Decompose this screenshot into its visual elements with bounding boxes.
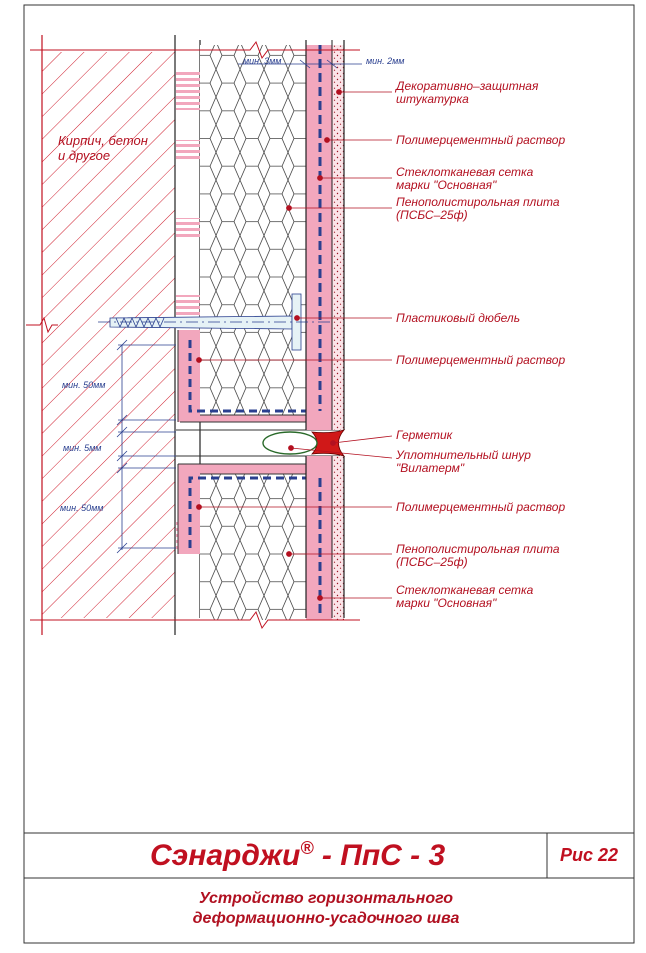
callout-foam-1: Пенополистирольная плита (ПСБС–25ф) — [396, 195, 560, 222]
dim-min-50mm-bottom: мин. 50мм — [60, 503, 104, 513]
break-lines — [30, 40, 360, 630]
finish-layers — [305, 40, 345, 620]
sealant-joint — [262, 429, 346, 457]
callout-dowel: Пластиковый дюбель — [396, 311, 521, 325]
dim-min-5mm: мин. 5мм — [63, 443, 102, 453]
callout-sealant: Герметик — [396, 428, 453, 442]
foam-slab-lower — [177, 463, 320, 620]
substrate-label-line1: Кирпич, бетон — [58, 133, 148, 148]
substrate-label-line2: и другое — [58, 148, 111, 163]
dim-min-3mm: мин. 3мм — [243, 56, 282, 66]
title-product-code: - ПпС - 3 — [313, 839, 446, 872]
foam-slab-upper — [177, 45, 320, 423]
dim-min-2mm: мин. 2мм — [366, 56, 405, 66]
callout-decor-plaster: Декоративно–защитная штукатурка — [396, 79, 539, 106]
substrate-wall — [26, 35, 176, 635]
callout-polymer-mortar-1: Полимерцементный раствор — [396, 133, 566, 147]
callout-mesh-2: Стеклотканевая сетка марки "Основная" — [396, 583, 534, 610]
dimension-marks — [116, 59, 362, 554]
dim-min-50mm-top: мин. 50мм — [62, 380, 106, 390]
registered-mark: ® — [300, 838, 314, 858]
sheet-frame — [23, 4, 635, 944]
drawing-subtitle: Устройство горизонтального деформационно… — [192, 890, 460, 927]
callout-polymer-mortar-3: Полимерцементный раствор — [396, 500, 566, 514]
substrate-label: Кирпич, бетон и другое — [58, 133, 148, 163]
callout-mesh-1: Стеклотканевая сетка марки "Основная" — [396, 165, 534, 192]
figure-number: Рис 22 — [560, 845, 619, 865]
plastic-dowel — [98, 293, 330, 351]
callout-polymer-mortar-2: Полимерцементный раствор — [396, 353, 566, 367]
leader-lines — [196, 89, 393, 601]
title-product: Сэнарджи® - ПпС - 3 — [150, 838, 445, 873]
callout-cord: Уплотнительный шнур "Вилатерм" — [396, 448, 531, 475]
callout-foam-2: Пенополистирольная плита (ПСБС–25ф) — [396, 542, 560, 569]
title-brand: Сэнарджи — [150, 839, 301, 872]
